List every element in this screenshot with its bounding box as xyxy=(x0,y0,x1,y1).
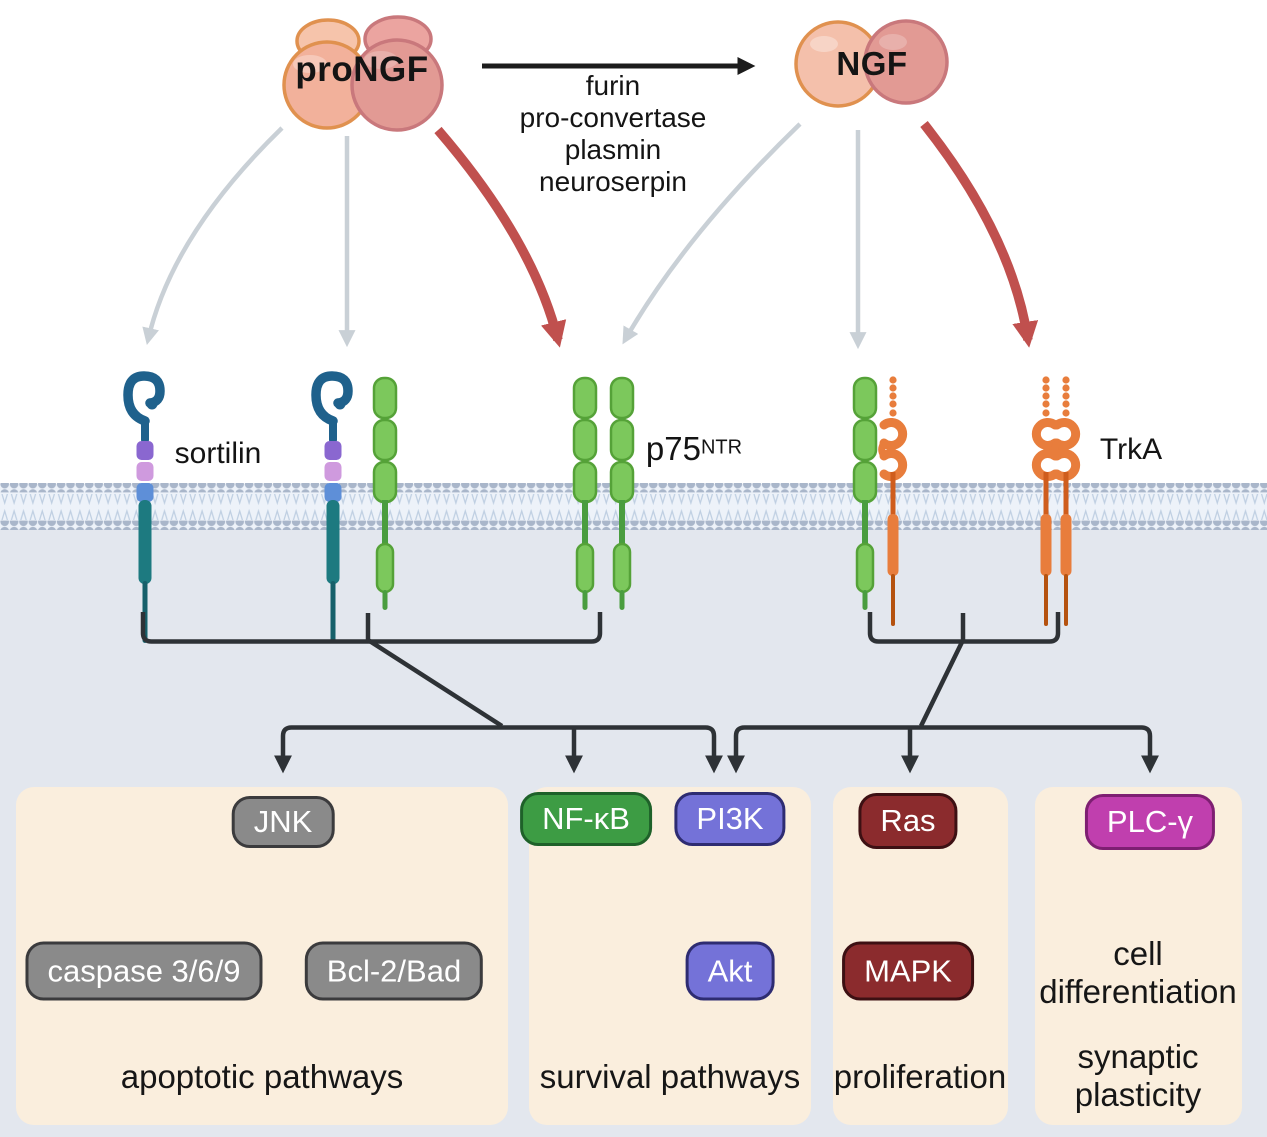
enzyme-label: plasmin xyxy=(564,134,662,165)
enzyme-label: furin xyxy=(585,70,641,101)
prongf-label: proNGF xyxy=(295,50,429,89)
signal-routing-lines xyxy=(140,612,1159,774)
p75-label: p75NTR xyxy=(646,430,742,468)
jnk-node: JNK xyxy=(231,796,335,848)
ngf-label: NGF xyxy=(836,45,908,82)
ngf-to-trka-arrow xyxy=(920,121,1039,348)
bcl2-bad-node: Bcl-2/Bad xyxy=(304,941,484,1001)
cell-differentiation-caption: cell differentiation xyxy=(1039,935,1237,1010)
prongf-to-sortilin-arrow xyxy=(142,126,284,345)
akt-node: Akt xyxy=(685,941,775,1001)
ligand-arrows xyxy=(142,57,1039,350)
apoptotic-pathways-caption: apoptotic pathways xyxy=(120,1058,404,1095)
p75-label-superscript: NTR xyxy=(700,436,743,459)
ngf-to-p75-arrow xyxy=(622,122,802,345)
enzyme-label: pro-convertase xyxy=(519,102,707,133)
left-bracket-stem xyxy=(365,613,504,728)
proliferation-caption: proliferation xyxy=(833,1058,1007,1095)
prongf-to-p75-arrow xyxy=(434,126,567,348)
right-bracket-stem xyxy=(918,613,966,727)
conversion-enzyme-list: furin pro-convertase plasmin neuroserpin xyxy=(520,70,707,198)
sortilin-label: sortilin xyxy=(174,437,262,470)
pi3k-node: PI3K xyxy=(674,792,786,846)
enzyme-label: neuroserpin xyxy=(539,166,687,197)
synaptic-plasticity-caption: synaptic plasticity xyxy=(1074,1038,1202,1113)
p75-label-base: p75 xyxy=(645,430,701,467)
left-distribution-line xyxy=(274,725,723,774)
survival-pathways-caption: survival pathways xyxy=(539,1058,801,1095)
right-distribution-line xyxy=(727,725,1159,774)
mapk-node: MAPK xyxy=(842,941,974,1001)
prongf-molecule-icon xyxy=(282,15,444,132)
caspase-node: caspase 3/6/9 xyxy=(25,941,263,1001)
nfkb-node: NF-κB xyxy=(520,792,652,846)
ras-node: Ras xyxy=(858,793,958,849)
ngf-molecule-icon xyxy=(794,19,949,108)
trka-label: TrkA xyxy=(1099,433,1163,466)
plc-gamma-node: PLC-γ xyxy=(1084,794,1216,850)
